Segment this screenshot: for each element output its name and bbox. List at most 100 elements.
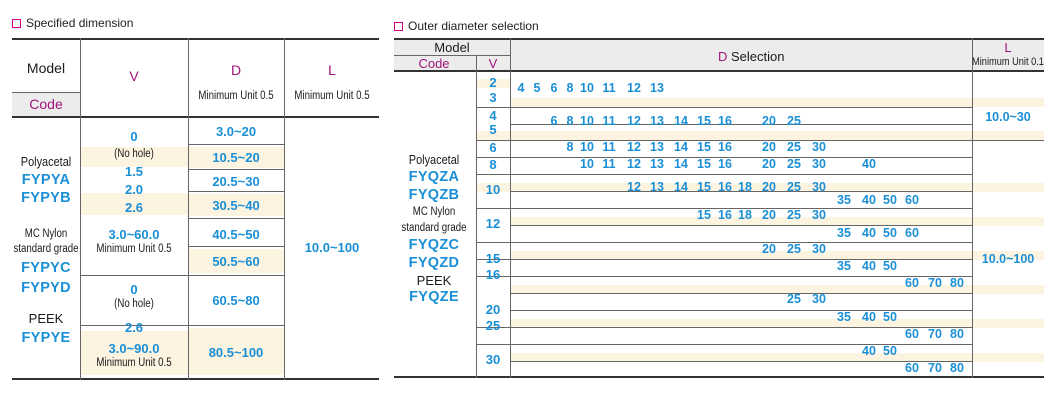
d-option: 15 (697, 180, 711, 194)
row-divider (510, 361, 972, 362)
row-divider (510, 107, 972, 108)
d-option: 70 (928, 327, 942, 341)
outer-diameter-selection-table: Model Code V D Selection L Minimum Unit … (394, 38, 1044, 378)
v-value: 20 (485, 302, 501, 317)
model-material: standard grade (401, 222, 467, 234)
model-code: FYPYA (21, 172, 71, 188)
band (972, 98, 1044, 107)
v-value: 5 (489, 122, 497, 137)
header-bg (972, 38, 1044, 70)
d-option: 20 (762, 180, 776, 194)
d-option: 40 (862, 344, 876, 358)
d-option: 8 (566, 140, 574, 154)
model-material: MC Nylon (412, 206, 456, 218)
d-option: 60 (905, 361, 919, 375)
d-option: 13 (650, 114, 664, 128)
d-option: 15 (697, 208, 711, 222)
v-value: 3.0~60.0 (108, 227, 160, 242)
row-divider (510, 242, 972, 243)
d-option: 16 (718, 114, 732, 128)
d-option: 12 (627, 140, 641, 154)
d-option: 20 (762, 208, 776, 222)
d-option: 15 (697, 114, 711, 128)
d-option: 13 (650, 140, 664, 154)
model-material: MC Nylon (24, 228, 68, 240)
l-value: 10.0~30 (985, 110, 1031, 124)
d-option: 10 (580, 140, 594, 154)
row-divider (476, 174, 510, 175)
band (476, 183, 510, 192)
d-option: 13 (650, 180, 664, 194)
section-square-icon (12, 18, 21, 28)
band (510, 98, 972, 107)
v-value: 12 (485, 216, 501, 231)
row-divider (510, 293, 972, 294)
row-divider (510, 157, 972, 158)
d-option: 70 (928, 361, 942, 375)
d-letter: D (718, 49, 728, 64)
band (972, 319, 1044, 328)
d-option: 14 (674, 140, 688, 154)
l-value: 10.0~100 (304, 240, 360, 255)
l-header: L (1004, 40, 1012, 55)
l-value: 10.0~100 (981, 252, 1035, 266)
model-header: Model (26, 60, 66, 76)
model-material: PEEK (28, 311, 64, 326)
band (510, 319, 972, 328)
row-divider (476, 327, 510, 328)
d-option: 20 (762, 157, 776, 171)
left-section-title-text: Specified dimension (26, 16, 134, 30)
d-option: 30 (812, 180, 826, 194)
d-option: 11 (602, 140, 616, 154)
band (188, 328, 284, 375)
model-material: standard grade (13, 243, 79, 255)
row-divider (476, 344, 510, 345)
d-option: 12 (627, 180, 641, 194)
d-option: 25 (787, 180, 801, 194)
d-option: 60 (905, 193, 919, 207)
model-material: PEEK (416, 273, 452, 288)
d-option: 40 (862, 157, 876, 171)
model-code: FYPYC (21, 260, 71, 276)
d-option: 13 (650, 81, 664, 95)
model-code: FYPYB (21, 190, 71, 206)
d-option: 11 (602, 81, 616, 95)
row-divider (510, 124, 972, 125)
d-option: 10 (580, 81, 594, 95)
band (972, 353, 1044, 362)
d-option: 25 (787, 140, 801, 154)
d-option: 25 (787, 157, 801, 171)
d-option: 60 (905, 327, 919, 341)
d-option: 50 (883, 259, 897, 273)
row-divider (476, 157, 510, 158)
header-bg (510, 38, 972, 70)
d-option: 30 (812, 208, 826, 222)
band (972, 131, 1044, 140)
d-option: 15 (697, 140, 711, 154)
d-option: 10 (580, 114, 594, 128)
d-option: 13 (650, 157, 664, 171)
v-value: 16 (485, 267, 501, 282)
band (510, 353, 972, 362)
d-option: 16 (718, 180, 732, 194)
d-option: 50 (883, 310, 897, 324)
d-option: 8 (566, 114, 574, 128)
d-option: 70 (928, 276, 942, 290)
v-value: 3 (489, 90, 497, 105)
d-option: 14 (674, 157, 688, 171)
v-value: 2.6 (124, 320, 144, 335)
v-value: 3.0~90.0 (108, 341, 160, 356)
d-option: 50 (883, 193, 897, 207)
d-header: D Selection (718, 49, 785, 64)
row-divider (510, 276, 972, 277)
d-option: 40 (862, 259, 876, 273)
